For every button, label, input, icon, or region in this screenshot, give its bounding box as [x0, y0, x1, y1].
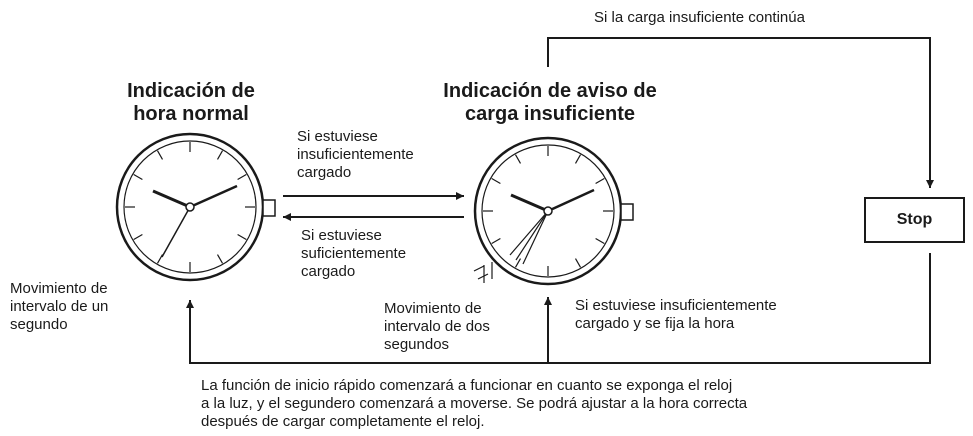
- arrow-to-stop: [547, 37, 934, 188]
- second-hand-jump-2: [515, 210, 549, 261]
- hour-tick: [595, 177, 605, 185]
- warning-title-line-1: Indicación de aviso de: [443, 80, 657, 102]
- normal-title: Indicación de hora normal: [106, 80, 276, 126]
- normal-title-line-1: Indicación de: [127, 80, 255, 102]
- to-normal-label: Si estuviese suficientemente cargado: [301, 227, 406, 281]
- stop-box: Stop: [864, 197, 965, 243]
- note-line-1: La función de inicio rápido comenzará a …: [201, 377, 733, 394]
- warning-watch-icon: [473, 136, 634, 286]
- to-normal-line-2: suficientemente: [301, 245, 407, 262]
- to-warning-line-1: Si estuviese: [297, 128, 378, 145]
- to-warning-line-2: insuficientemente: [297, 146, 414, 163]
- warning-title: Indicación de aviso de carga insuficient…: [418, 80, 682, 126]
- top-label: Si la carga insuficiente continúa: [594, 9, 805, 26]
- one-second-line-3: segundo: [10, 316, 68, 333]
- two-second-label: Movimiento de intervalo de dos segundos: [384, 300, 490, 354]
- arrow-stop-to-normal: [186, 253, 931, 364]
- minute-hand: [547, 188, 595, 213]
- second-hand-jump-3: [522, 210, 549, 265]
- hour-tick: [574, 258, 582, 268]
- note-line-3: después de cargar completamente el reloj…: [201, 413, 485, 430]
- crown-icon: [620, 203, 634, 221]
- time-set-line-1: Si estuviese insuficientemente: [575, 297, 777, 314]
- hour-hand: [152, 189, 191, 209]
- second-hand-jump-1: [509, 210, 549, 256]
- hour-tick: [237, 173, 247, 181]
- crown-icon: [262, 199, 276, 217]
- two-second-line-1: Movimiento de: [384, 300, 482, 317]
- to-warning-line-3: cargado: [297, 164, 352, 181]
- to-normal-line-3: cargado: [301, 263, 356, 280]
- to-warning-label: Si estuviese insuficientemente cargado: [297, 128, 414, 182]
- two-second-jump-arrows-icon: [473, 262, 493, 283]
- to-normal-line-1: Si estuviese: [301, 227, 382, 244]
- hour-tick: [514, 154, 522, 164]
- time-set-label: Si estuviese insuficientemente cargado y…: [575, 297, 777, 333]
- one-second-label: Movimiento de intervalo de un segundo: [10, 280, 108, 334]
- minute-hand: [189, 184, 238, 209]
- normal-watch-icon: [115, 132, 276, 282]
- hour-tick: [156, 150, 164, 160]
- note-line-2: a la luz, y el segundero comenzará a mov…: [201, 395, 748, 412]
- hour-tick: [156, 254, 164, 264]
- hour-tick: [133, 233, 143, 241]
- hour-tick: [133, 173, 143, 181]
- hour-hand: [510, 193, 549, 213]
- normal-title-line-2: hora normal: [133, 103, 249, 125]
- stop-label: Stop: [896, 211, 933, 228]
- warning-title-line-2: carga insuficiente: [464, 103, 636, 125]
- one-second-line-2: intervalo de un: [10, 298, 109, 315]
- time-set-line-2: cargado y se fija la hora: [575, 315, 735, 332]
- hour-tick: [595, 237, 605, 245]
- hour-tick: [491, 237, 501, 245]
- quick-start-note: La función de inicio rápido comenzará a …: [201, 377, 747, 431]
- hour-tick: [216, 150, 224, 160]
- hour-tick: [237, 233, 247, 241]
- hour-tick: [491, 177, 501, 185]
- hour-tick: [574, 154, 582, 164]
- hour-tick: [216, 254, 224, 264]
- one-second-line-1: Movimiento de: [10, 280, 108, 297]
- hour-tick: [514, 258, 522, 268]
- two-second-line-3: segundos: [384, 336, 450, 353]
- second-hand: [161, 206, 191, 258]
- two-second-line-2: intervalo de dos: [384, 318, 490, 335]
